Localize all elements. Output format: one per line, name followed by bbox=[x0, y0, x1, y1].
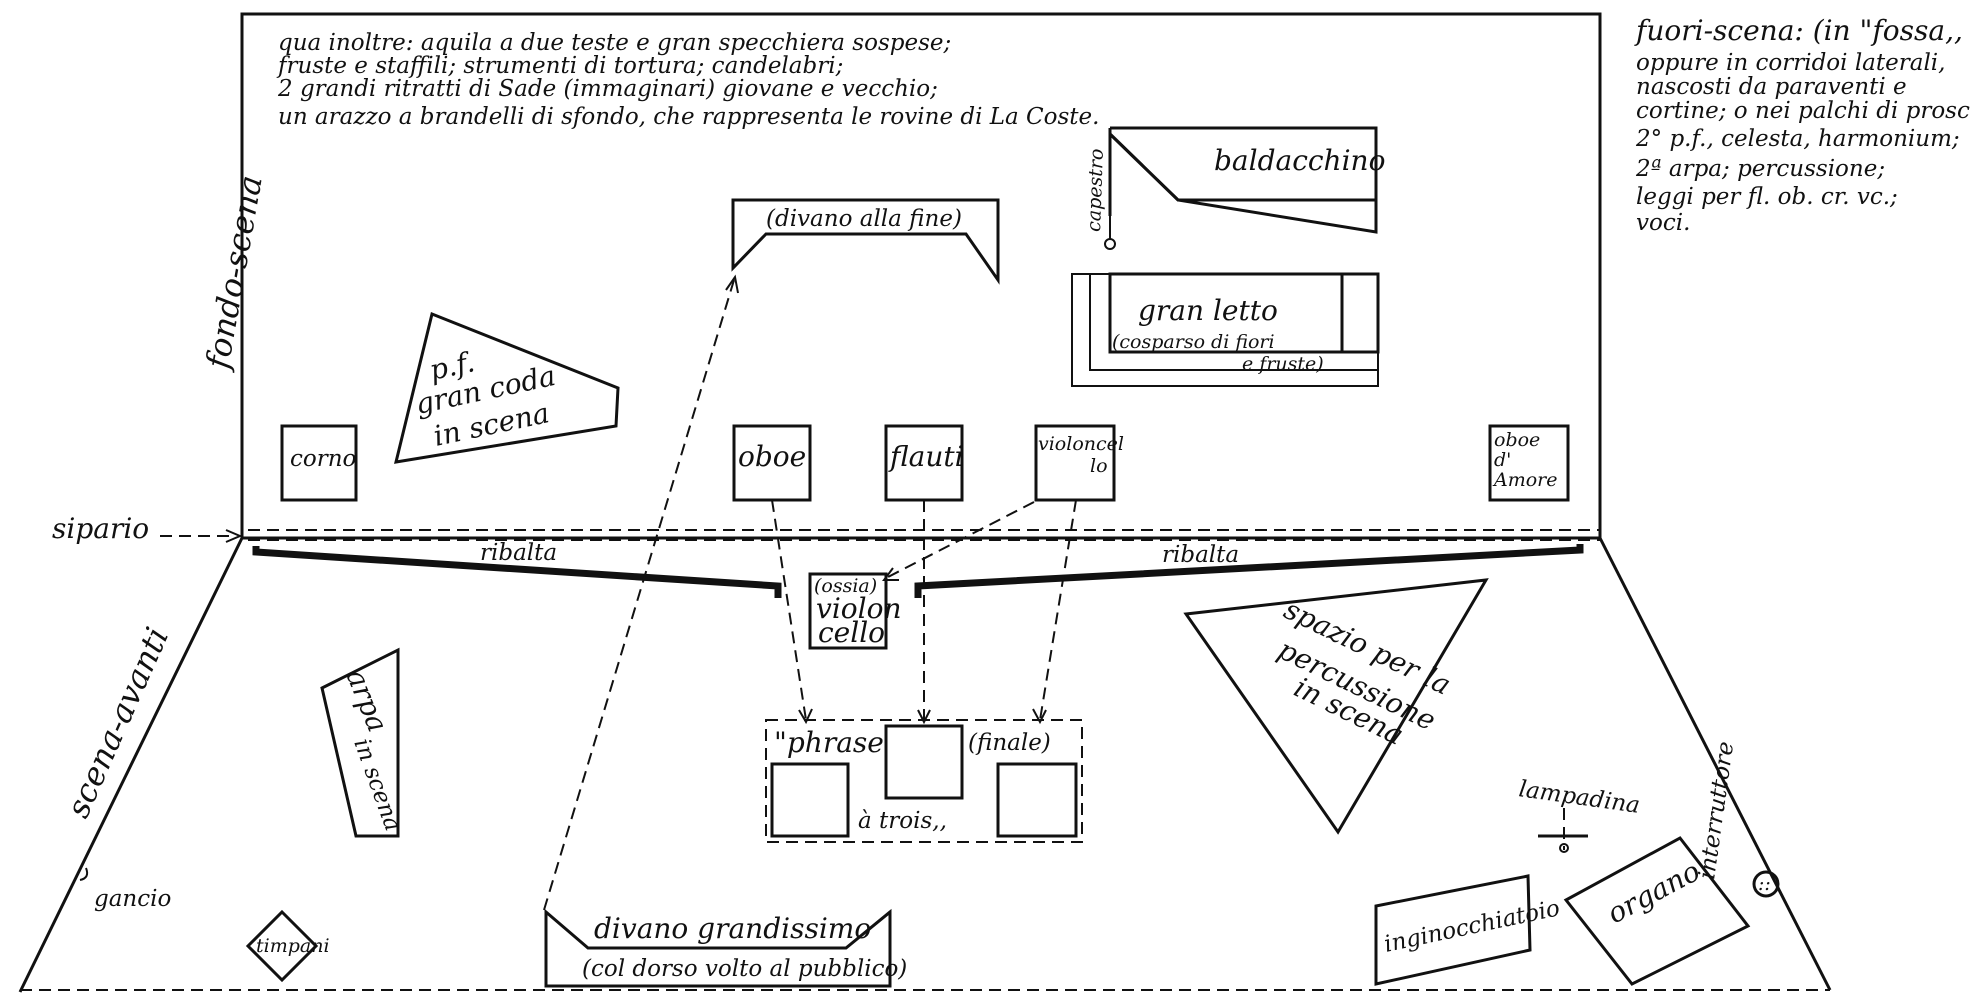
arrow-violoncello-ossia-head bbox=[882, 567, 899, 581]
violoncello-label-1: violoncel bbox=[1038, 433, 1124, 455]
corno-box bbox=[280, 424, 358, 502]
notes-line-4: un arazzo a brandelli di sfondo, che rap… bbox=[278, 104, 1099, 130]
forestage-outline bbox=[18, 537, 244, 993]
notes-line-2: fruste e staffili; strumenti di tortura;… bbox=[276, 53, 843, 79]
arrow-oboe-head bbox=[798, 708, 813, 725]
timpani-shape bbox=[245, 909, 319, 983]
offstage-line-2: oppure in corridoi laterali, bbox=[1636, 50, 1945, 76]
arrow-flauti-head bbox=[917, 709, 931, 725]
interruttore-switch bbox=[1752, 870, 1780, 898]
gran-letto bbox=[1108, 272, 1380, 354]
oboe-amore-label-1: oboe bbox=[1494, 429, 1540, 451]
arpa-label-1: arpa bbox=[340, 664, 395, 736]
divano-grandissimo bbox=[544, 908, 892, 988]
ossia-violoncello-box bbox=[808, 572, 888, 650]
phrase-seat-center bbox=[884, 724, 964, 800]
violoncello-label-2: lo bbox=[1090, 455, 1108, 477]
offstage-line-5: 2° p.f., celesta, harmonium; bbox=[1635, 126, 1960, 152]
organo-label: organo bbox=[1602, 854, 1706, 930]
inginocchiatoio bbox=[1374, 874, 1532, 986]
offstage-line-6: 2ª arpa; percussione; bbox=[1635, 156, 1885, 182]
offstage-line-1: fuori-scena: (in "fossa,, - bbox=[1634, 14, 1970, 47]
ribalta-right bbox=[914, 544, 1584, 598]
gran-letto-note-1: (cosparso di fiori bbox=[1112, 331, 1275, 353]
ossia-label-3: cello bbox=[818, 616, 885, 649]
divano-alla-fine bbox=[731, 198, 1000, 285]
gancio-label: gancio bbox=[94, 886, 171, 912]
notes-line-1: qua inoltre: aquila a due teste e gran s… bbox=[278, 30, 951, 56]
divano-grandissimo-label-1: divano grandissimo bbox=[594, 912, 871, 945]
capestro-label: capestro bbox=[1083, 148, 1108, 232]
offstage-line-4: cortine; o nei palchi di proscenio) bbox=[1636, 98, 1970, 124]
backstage-area bbox=[240, 12, 1602, 540]
ribalta-left-label: ribalta bbox=[480, 540, 557, 566]
arrow-violoncello-to-phrase bbox=[1039, 499, 1077, 721]
flauti-label: flauti bbox=[888, 440, 964, 473]
oboe-box bbox=[732, 424, 812, 502]
percussion-space bbox=[1183, 578, 1489, 835]
ribalta-left bbox=[252, 546, 782, 598]
arpa-in-scena bbox=[320, 647, 400, 838]
forestage-outline-right bbox=[1598, 537, 1832, 991]
notes-line-3: 2 grandi ritratti di Sade (immaginari) g… bbox=[277, 76, 938, 102]
ossia-label-2: violon bbox=[816, 592, 901, 625]
fondo-scena-label: fondo-scena bbox=[198, 173, 270, 374]
gran-letto-note-2: e fruste) bbox=[1242, 353, 1324, 375]
offstage-line-7: leggi per fl. ob. cr. vc.; bbox=[1636, 184, 1898, 210]
gran-letto-label: gran letto bbox=[1138, 294, 1278, 327]
oboe-amore-box bbox=[1488, 424, 1570, 502]
ossia-label-1: (ossia) bbox=[814, 575, 877, 597]
interruttore-label: interruttore bbox=[1694, 740, 1739, 881]
arrow-violoncello-head bbox=[1032, 708, 1047, 725]
ribalta-right-label: ribalta bbox=[1162, 542, 1239, 568]
inginocchiatoio-label: inginocchiatoio bbox=[1382, 895, 1562, 958]
interruttore-dots: :: bbox=[1758, 873, 1771, 895]
phrase-label: "phrase bbox=[774, 726, 884, 759]
oboe-label: oboe bbox=[738, 440, 806, 473]
arrow-divano-head bbox=[725, 274, 739, 294]
phrase-seat-left bbox=[770, 762, 850, 838]
baldacchino-label: baldacchino bbox=[1214, 144, 1385, 177]
baldacchino-edge bbox=[1108, 132, 1376, 202]
oboe-amore-label-3: Amore bbox=[1492, 469, 1558, 491]
lampadina-bulb bbox=[1559, 843, 1569, 853]
arrow-divano-to-fine bbox=[543, 279, 735, 911]
divano-grandissimo-label-2: (col dorso volto al pubblico) bbox=[582, 956, 907, 982]
organo bbox=[1563, 836, 1751, 986]
arrow-violoncello-to-ossia bbox=[885, 501, 1035, 579]
timpani-label: timpani bbox=[256, 935, 330, 957]
finale-label: (finale) bbox=[968, 730, 1051, 756]
capestro-ring bbox=[1104, 238, 1116, 250]
phrase-seat-right bbox=[996, 762, 1078, 838]
flauti-box bbox=[884, 424, 964, 502]
piano-gran-coda bbox=[394, 311, 620, 464]
gancio-hook bbox=[79, 867, 89, 881]
offstage-line-3: nascosti da paraventi e bbox=[1636, 74, 1907, 100]
corno-label: corno bbox=[290, 446, 356, 472]
sipario-label: sipario bbox=[52, 512, 149, 545]
arrow-oboe-to-phrase bbox=[771, 499, 807, 721]
divano-alla-fine-label: (divano alla fine) bbox=[766, 206, 962, 232]
lampadina-label: lampadina bbox=[1517, 776, 1641, 819]
a-trois-label: à trois,, bbox=[858, 808, 947, 834]
sipario-arrowhead bbox=[225, 529, 243, 543]
oboe-amore-label-2: d' bbox=[1494, 449, 1511, 471]
offstage-line-8: voci. bbox=[1636, 210, 1690, 236]
